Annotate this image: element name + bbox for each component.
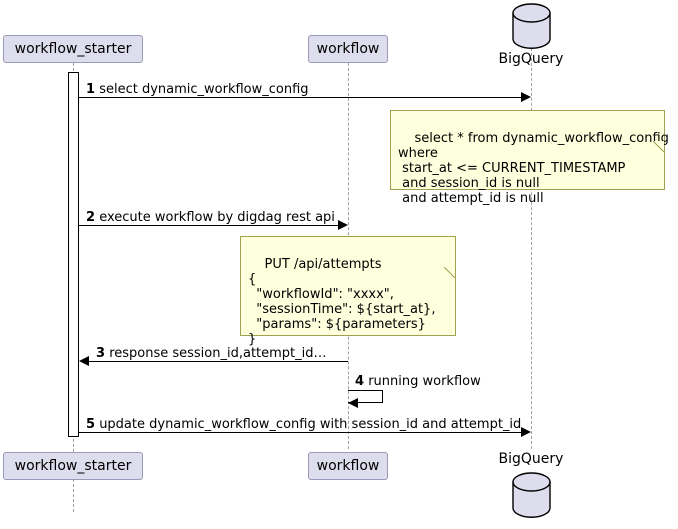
message-2-arrow-line <box>79 225 338 226</box>
message-4-selfloop <box>348 390 383 403</box>
note-api-text: PUT /api/attempts { "workflowId": "xxxx"… <box>248 257 436 347</box>
message-1-text: select dynamic_workflow_config <box>99 82 309 97</box>
participant-label: workflow <box>316 41 380 57</box>
note-sql: select * from dynamic_workflow_config wh… <box>390 110 669 206</box>
database-bigquery-header[interactable] <box>512 3 551 49</box>
message-5-label: 5 update dynamic_workflow_config with se… <box>86 418 521 431</box>
message-3-text: response session_id,attempt_id… <box>109 346 327 361</box>
message-4-label: 4 running workflow <box>355 375 481 388</box>
note-sql-text: select * from dynamic_workflow_config wh… <box>398 131 669 206</box>
database-bigquery-footer[interactable] <box>512 472 551 518</box>
message-1-arrow-head <box>521 92 531 102</box>
database-label-text: BigQuery <box>498 51 564 67</box>
participant-workflow-footer[interactable]: workflow <box>308 452 388 480</box>
participant-workflow-starter-footer[interactable]: workflow_starter <box>3 452 143 480</box>
message-5-text: update dynamic_workflow_config with sess… <box>99 417 522 432</box>
message-1-label: 1 select dynamic_workflow_config <box>86 83 309 96</box>
participant-workflow-starter-header[interactable]: workflow_starter <box>3 35 143 63</box>
message-2-arrow-head <box>338 220 348 230</box>
message-2-number: 2 <box>86 210 96 225</box>
message-4-number: 4 <box>355 374 365 389</box>
message-4-arrow-head <box>348 398 358 408</box>
participant-workflow-header[interactable]: workflow <box>308 35 388 63</box>
database-bigquery-header-label: BigQuery <box>481 51 581 67</box>
message-1-arrow-line <box>79 97 521 98</box>
database-bigquery-footer-label: BigQuery <box>481 451 581 467</box>
lifeline-bigquery <box>531 48 532 449</box>
message-2-label: 2 execute workflow by digdag rest api <box>86 211 335 224</box>
message-3-arrow-head <box>79 356 89 366</box>
participant-label: workflow_starter <box>14 41 132 57</box>
message-3-label: 3 response session_id,attempt_id… <box>96 347 327 360</box>
message-4-text: running workflow <box>368 374 481 389</box>
message-2-text: execute workflow by digdag rest api <box>99 210 335 225</box>
participant-label: workflow_starter <box>14 458 132 474</box>
message-5-number: 5 <box>86 417 96 432</box>
participant-label: workflow <box>316 458 380 474</box>
note-fold-corner <box>653 111 664 152</box>
message-5-arrow-line <box>79 432 521 433</box>
activation-bar-workflow-starter <box>68 72 79 437</box>
message-5-arrow-head <box>521 427 531 437</box>
message-1-number: 1 <box>86 82 96 97</box>
database-label-text: BigQuery <box>498 451 564 467</box>
note-fold-corner <box>444 237 455 278</box>
note-api: PUT /api/attempts { "workflowId": "xxxx"… <box>240 236 456 347</box>
message-3-number: 3 <box>96 346 106 361</box>
message-3-arrow-line <box>89 361 348 362</box>
